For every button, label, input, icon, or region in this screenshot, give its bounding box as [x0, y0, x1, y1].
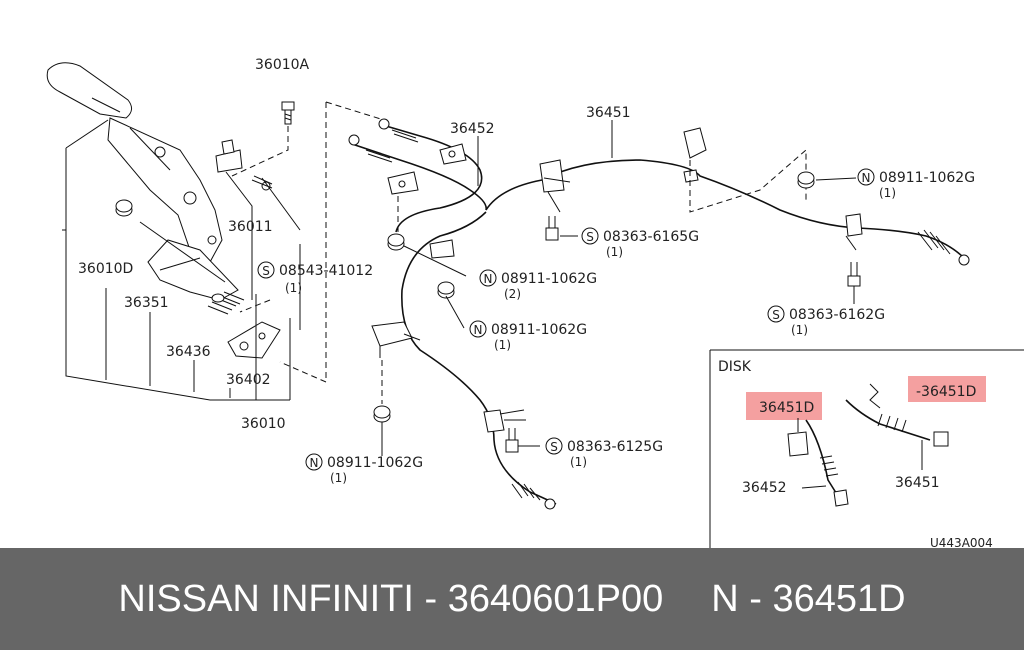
inset-part-right: 36451: [895, 475, 940, 491]
svg-text:(1): (1): [879, 186, 896, 200]
symbol-s: S: [772, 308, 780, 322]
label-36010: 36010: [241, 416, 286, 432]
callout-s08543: S 08543-41012 (1): [257, 261, 373, 295]
svg-text:(2): (2): [504, 287, 521, 301]
rear-cable-36451: [485, 127, 970, 300]
callout-n08911c: N 08911-1062G (1): [469, 320, 587, 352]
front-cable-36452: [348, 118, 487, 251]
label-36010D: 36010D: [78, 261, 133, 277]
figure-code: U443A004: [930, 536, 993, 548]
label-36351: 36351: [124, 295, 169, 311]
highlight-left: [746, 392, 822, 420]
caption-bar: NISSAN INFINITI - 3640601P00 N - 36451D: [0, 548, 1024, 650]
rear-cable-lower: [371, 211, 557, 510]
inset-label-right: -36451D: [916, 384, 976, 400]
symbol-n: N: [474, 323, 483, 337]
parts-diagram: 36010A 36011 36010D 36351 36436 36402 36…: [46, 57, 1024, 548]
svg-text:08911-1062G: 08911-1062G: [501, 271, 597, 287]
caption-brand: NISSAN INFINITI - 3640601P00: [118, 577, 664, 620]
svg-text:08543-41012: 08543-41012: [279, 263, 373, 279]
svg-text:(1): (1): [606, 245, 623, 259]
leader-lines: [381, 120, 857, 456]
label-36402: 36402: [226, 372, 271, 388]
label-36010A: 36010A: [255, 57, 310, 73]
svg-text:(1): (1): [494, 338, 511, 352]
svg-text:(1): (1): [570, 455, 587, 469]
symbol-n: N: [862, 171, 871, 185]
label-36011: 36011: [228, 219, 273, 235]
label-36451: 36451: [586, 105, 631, 121]
svg-text:08363-6165G: 08363-6165G: [603, 229, 699, 245]
callout-s08363b: S 08363-6162G (1): [767, 305, 885, 337]
callout-s08363c: S 08363-6125G (1): [545, 437, 663, 469]
inset-title: DISK: [718, 359, 752, 375]
symbol-n: N: [310, 456, 319, 470]
svg-text:08363-6162G: 08363-6162G: [789, 307, 885, 323]
symbol-s: S: [262, 264, 270, 278]
callout-s08363a: S 08363-6165G (1): [581, 227, 699, 259]
svg-text:(1): (1): [285, 281, 302, 295]
svg-text:(1): (1): [791, 323, 808, 337]
symbol-s: S: [550, 440, 558, 454]
callout-n08911d: N 08911-1062G (1): [305, 453, 423, 485]
symbol-n: N: [484, 272, 493, 286]
svg-text:08911-1062G: 08911-1062G: [327, 455, 423, 471]
inset-label-left: 36451D: [759, 400, 814, 416]
caption-part: N - 36451D: [711, 577, 906, 620]
callout-n08911a: N 08911-1062G (1): [857, 168, 975, 200]
inset-disk: DISK 36451D -36451D 36452 36451: [709, 349, 1024, 548]
brake-lever-assembly: [46, 62, 385, 401]
svg-text:08911-1062G: 08911-1062G: [491, 322, 587, 338]
part-labels: 36010A 36011 36010D 36351 36436 36402 36…: [78, 57, 631, 432]
callout-n08911b: N 08911-1062G (2): [479, 269, 597, 301]
svg-text:08911-1062G: 08911-1062G: [879, 170, 975, 186]
svg-text:(1): (1): [330, 471, 347, 485]
inset-part-left: 36452: [742, 480, 787, 496]
label-36436: 36436: [166, 344, 211, 360]
label-36452: 36452: [450, 121, 495, 137]
svg-text:08363-6125G: 08363-6125G: [567, 439, 663, 455]
symbol-s: S: [586, 230, 594, 244]
highlight-right: [908, 376, 986, 402]
